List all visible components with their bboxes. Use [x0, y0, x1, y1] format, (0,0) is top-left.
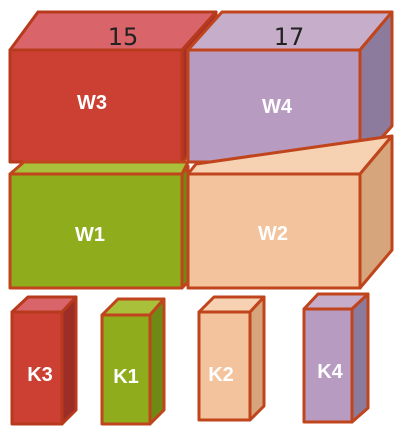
block-k3-label: K3: [27, 364, 53, 386]
block-w1-label: W1: [75, 224, 105, 246]
block-k1-label: K1: [113, 366, 139, 388]
block-w2-label: W2: [258, 223, 288, 245]
block-w3-label: W3: [77, 92, 107, 114]
block-k4-side: [352, 294, 368, 422]
block-k2: K2: [199, 297, 264, 420]
block-w4-label: W4: [262, 96, 293, 118]
block-k1: K1: [102, 299, 164, 424]
block-k2-label: K2: [208, 364, 234, 386]
top-number-right: 17: [274, 23, 305, 51]
block-w1-top: [10, 162, 188, 174]
block-w1: W1: [10, 162, 188, 288]
top-number-left: 15: [108, 23, 139, 51]
block-k4: K4: [304, 294, 368, 422]
block-k3-side: [62, 297, 76, 424]
block-k3: K3: [12, 297, 76, 424]
block-k4-label: K4: [317, 361, 343, 383]
block-k2-side: [250, 297, 264, 420]
block-k1-side: [150, 299, 164, 424]
